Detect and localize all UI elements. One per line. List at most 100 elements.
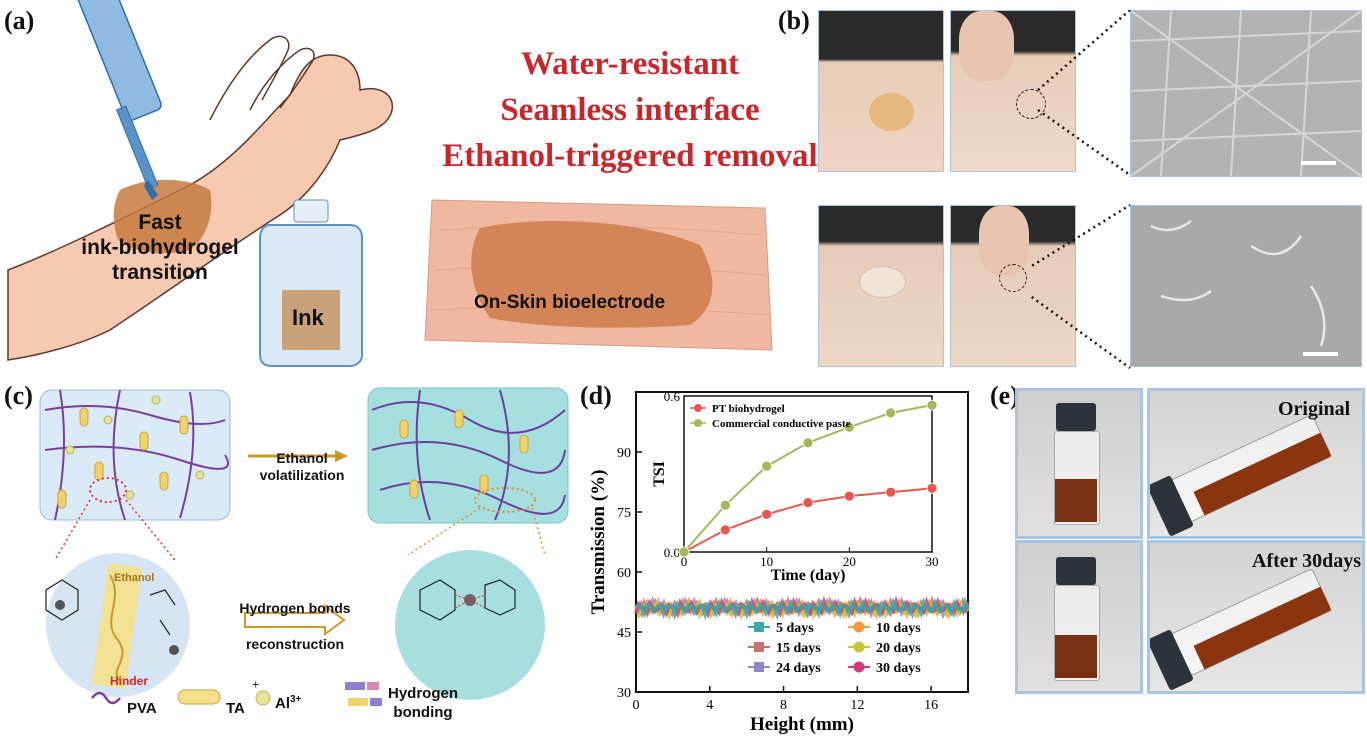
inset-x-tick-label-1: 10 <box>760 554 773 569</box>
inset-x-tick-label-3: 30 <box>926 554 939 569</box>
x-tick-label-1: 4 <box>706 698 713 713</box>
inset-point-0-3 <box>802 497 814 508</box>
inset-point-0-1 <box>719 524 731 536</box>
photo-dry-skin-1 <box>818 10 944 172</box>
plot-frame <box>635 391 969 693</box>
legend-marker <box>853 621 865 633</box>
panel-label-a: (a) <box>4 6 35 35</box>
x-tick-label-3: 12 <box>850 698 864 713</box>
inset-point-1-6 <box>926 399 938 411</box>
ta-legend-icon <box>177 689 221 705</box>
inset-point-1-0 <box>678 546 690 558</box>
photo-vial-original-tilted <box>1147 388 1365 539</box>
inset-x-tick-label-2: 20 <box>843 554 856 569</box>
panel-label-b: (b) <box>778 6 810 35</box>
svg-text:+: + <box>252 677 259 692</box>
hbond-legend-icon <box>345 682 382 706</box>
photo-dry-skin-2 <box>950 10 1076 172</box>
y-tick-label-4: 90 <box>617 446 631 461</box>
al-legend-icon <box>255 690 271 706</box>
y-tick-label-0: 30 <box>617 686 631 701</box>
arm-illustration <box>7 0 394 367</box>
arrow2-label-line1: Hydrogen bonds <box>239 600 351 616</box>
inset-point-1-4 <box>843 421 855 433</box>
inset-y-axis-label: TSI <box>651 461 668 487</box>
dried-network-box <box>367 387 569 524</box>
legend-marker <box>853 641 865 653</box>
brush-icon <box>76 0 162 200</box>
legend-pva-label: PVA <box>127 700 157 717</box>
x-axis-label: Height (mm) <box>750 714 854 735</box>
ink-patch <box>471 221 713 328</box>
inset-y-tick-label-1: 0.6 <box>664 389 681 404</box>
inset-point-1-3 <box>802 437 814 449</box>
network-diagram: + <box>39 387 569 706</box>
legend-label-2: 15 days <box>776 641 821 656</box>
legend-label-5: 30 days <box>876 661 921 676</box>
inset-point-1-2 <box>761 460 773 472</box>
inset-point-0-5 <box>885 486 897 498</box>
arm-label-line1: Fast <box>138 211 182 234</box>
inset-legend-label-1: Commercial conductive paste <box>712 418 851 430</box>
panel-label-c: (c) <box>4 381 33 410</box>
skin-patch-illustration <box>424 199 773 351</box>
ethanol-network-box <box>39 389 231 521</box>
x-tick-label-4: 16 <box>924 698 938 713</box>
inset-point-0-4 <box>843 490 855 502</box>
y-tick-label-2: 60 <box>617 566 631 581</box>
legend-al-label: Al3+ <box>275 694 301 712</box>
photo-wet-skin-1 <box>818 205 944 367</box>
y-axis-label: Transmission (%) <box>588 470 609 615</box>
series-line-5-days <box>635 596 970 621</box>
inset-point-0-2 <box>761 508 773 520</box>
photo-vial-after-tilted <box>1147 540 1365 694</box>
legend-marker <box>853 661 865 673</box>
legend-label-1: 10 days <box>876 621 921 636</box>
photo-micro-wet <box>1130 205 1362 367</box>
ink-bottle-icon <box>259 199 363 367</box>
label-after-30days: After 30days <box>1252 550 1362 572</box>
inset-x-tick-label-0: 0 <box>681 554 688 569</box>
x-tick-label-0: 0 <box>633 698 640 713</box>
arrow2-label-line2: reconstruction <box>245 636 344 652</box>
y-tick-label-1: 45 <box>617 626 631 641</box>
photo-vial-after-upright <box>1015 540 1143 694</box>
patch-label: On-Skin bioelectrode <box>474 292 666 313</box>
inset-y-tick-label-0: 0.0 <box>664 545 680 560</box>
legend-ta-label: TA <box>226 700 245 717</box>
hbond-zoom-circle <box>395 550 545 700</box>
arm-ink-patch <box>113 179 212 254</box>
hinder-label: Hinder <box>110 674 149 688</box>
panel-label-d: (d) <box>580 381 612 410</box>
arm-label-line2: ink-biohydrogel <box>81 236 239 259</box>
feature-seamless-interface: Seamless interface <box>500 92 760 128</box>
inset-legend-marker <box>694 404 702 412</box>
arrow1-label-line1: Ethanol <box>276 450 328 466</box>
panel-label-e: (e) <box>990 381 1019 410</box>
bottle-label: Ink <box>292 305 324 330</box>
legend-marker <box>754 622 764 632</box>
arm-fingers <box>209 35 315 121</box>
photo-wet-skin-2 <box>950 205 1076 367</box>
arrow1-label-line2: volatilization <box>259 467 345 483</box>
inset-legend-marker <box>694 419 702 427</box>
legend-marker <box>754 642 764 652</box>
y-tick-label-3: 75 <box>617 506 631 521</box>
pva-legend-icon <box>91 691 121 705</box>
legend-label-4: 24 days <box>776 661 821 676</box>
zoom-lines <box>1030 10 1131 370</box>
label-original: Original <box>1278 398 1351 420</box>
inset-legend-label-0: PT biohydrogel <box>712 403 785 415</box>
inset-point-0-6 <box>926 482 938 494</box>
legend-label-3: 20 days <box>876 641 921 656</box>
legend-hb-line1: Hydrogen <box>388 685 459 702</box>
feature-ethanol-removal: Ethanol-triggered removal <box>442 138 818 174</box>
legend-al-sup: 3+ <box>290 694 302 705</box>
arm-label-line3: transition <box>112 261 208 284</box>
legend-hb-line2: bonding <box>393 704 453 721</box>
inset-x-axis-label: Time (day) <box>771 567 846 584</box>
feature-water-resistant: Water-resistant <box>520 46 740 82</box>
legend-label-0: 5 days <box>776 621 814 636</box>
photo-micro-dry <box>1130 10 1362 177</box>
